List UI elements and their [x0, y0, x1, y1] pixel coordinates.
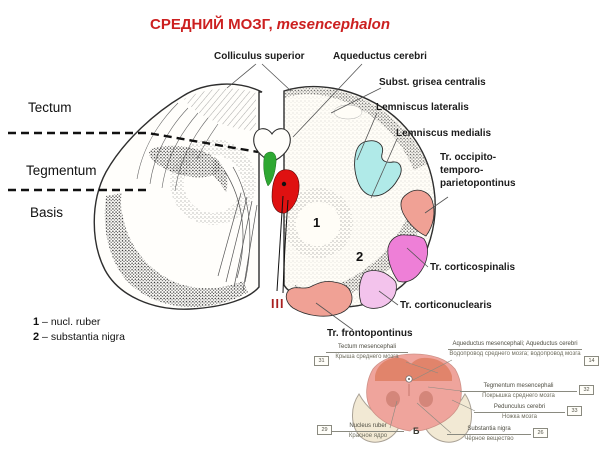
marker-substantia-nigra: 2: [356, 249, 364, 264]
tract-frontopontinus-region: [285, 280, 353, 317]
inset-label-tectum: Tectum mesencephali Крыша среднего мозга: [326, 344, 408, 361]
label-aqueductus-cerebri: Aqueductus cerebri: [333, 51, 427, 62]
legend-2-dash: –: [42, 331, 48, 343]
green-structure: [263, 151, 277, 187]
title-russian: СРЕДНИЙ МОЗГ,: [149, 16, 273, 33]
inset-label-nucleus: Nucleus ruber Красное ядро: [332, 423, 404, 440]
label-colliculus-superior: Colliculus superior: [214, 51, 305, 62]
inset-numbox-32: 32: [579, 385, 594, 395]
inset-label-tegmentum: Tegmentum mesencephali Покрышка среднего…: [460, 383, 577, 400]
inset-brain-drawing: [352, 353, 476, 443]
title-latin: mesencephalon: [276, 16, 390, 33]
inset-letter-b: Б: [413, 426, 420, 436]
legend-2-number: 2: [33, 331, 40, 343]
inset-red-nucleus-right: [419, 391, 433, 407]
label-tr-frontopontinus: Tr. frontopontinus: [327, 328, 413, 339]
label-lemniscus-lateralis: Lemniscus lateralis: [376, 102, 469, 113]
midbrain-left-half: [93, 83, 263, 310]
inset-label-aqueductus: Aqueductus mesencephali; Aqueductus cere…: [448, 341, 582, 357]
inset-label-pedunculus: Pedunculus cerebri Ножка мозга: [474, 404, 565, 421]
page-title: СРЕДНИЙ МОЗГ,mesencephalon: [120, 16, 420, 33]
lemniscus-cyan-region: [354, 140, 402, 197]
legend-2-label: substantia nigra: [50, 331, 125, 343]
inset-numbox-14: 14: [584, 356, 599, 366]
inset-pointer-lines: [389, 359, 476, 434]
label-nerve-iii: III: [271, 297, 285, 311]
inset-numbox-26: 26: [533, 428, 548, 438]
inset-tectum-band: [375, 357, 452, 381]
label-subst-grisea-centralis: Subst. grisea centralis: [379, 77, 486, 88]
inset-label-substantia: Substantia nigra Чёрное вещество: [447, 426, 531, 443]
midline-structures: [253, 128, 300, 294]
inset-numbox-31: 31: [314, 356, 329, 366]
tract-corticospinalis-region: [387, 234, 428, 283]
label-basis: Basis: [30, 205, 64, 220]
label-tegmentum: Tegmentum: [26, 163, 97, 178]
inset-numbox-33: 33: [567, 406, 582, 416]
inset-numbox-29: 29: [317, 425, 332, 435]
label-tr-corticospinalis: Tr. corticospinalis: [430, 262, 516, 273]
pointer-lines: [226, 63, 449, 331]
legend-item-1: 1 – nucl. ruber: [33, 316, 100, 328]
left-dark-hook: [149, 145, 221, 178]
legend-1-dash: –: [42, 316, 48, 328]
right-tectum-dark-band: [284, 88, 427, 170]
label-tr-corticonuclearis: Tr. corticonuclearis: [400, 300, 492, 311]
legend-1-number: 1: [33, 316, 40, 328]
tract-corticonuclearis-region: [358, 270, 397, 309]
inset-red-nucleus-left: [386, 391, 400, 407]
tract-occipito-region: [400, 189, 435, 237]
legend-1-label: nucl. ruber: [50, 316, 101, 328]
label-lemniscus-medialis: Lemniscus medialis: [396, 128, 492, 139]
label-tectum: Tectum: [28, 100, 72, 115]
label-tr-occipito: Tr. occipito- temporo- parietopontinus: [440, 152, 516, 189]
legend-item-2: 2 – substantia nigra: [33, 331, 125, 343]
left-peduncle-fibers: [217, 166, 258, 292]
red-nucleus-structure: [271, 169, 300, 214]
layer-divider-lines: [8, 131, 259, 192]
marker-nucleus-ruber: 1: [313, 215, 321, 230]
midbrain-right-half: [283, 85, 436, 317]
left-colliculus-hatch: [184, 88, 256, 131]
left-substantia-nigra-band: [104, 193, 248, 308]
